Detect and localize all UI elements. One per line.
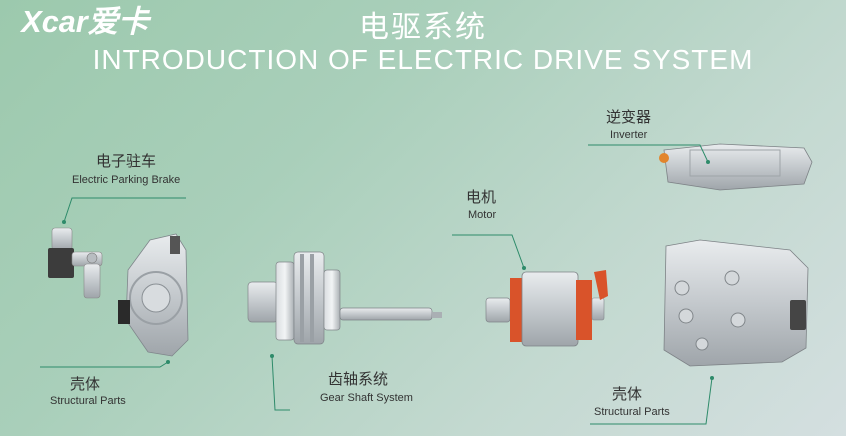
xcar-logo: Xcar爱卡: [19, 5, 152, 39]
inverter-illustration: [659, 143, 813, 191]
leader-structural-left: [40, 361, 169, 368]
leader-motor: [452, 234, 525, 269]
inverter-label-cn: 逆变器: [606, 109, 652, 126]
parking-brake-illustration: [48, 227, 103, 299]
parking-brake-label-cn: 电子驻车: [96, 153, 157, 170]
leader-gear-shaft: [271, 355, 290, 411]
parking-brake-label-en: Electric Parking Brake: [72, 174, 181, 186]
motor-illustration: [485, 270, 608, 347]
leader-lines: [40, 144, 713, 425]
gear-shaft-label-en: Gear Shaft System: [320, 392, 413, 404]
structural-left-label-cn: 壳体: [70, 376, 101, 393]
motor-label-en: Motor: [468, 209, 497, 221]
gear-shaft-label-cn: 齿轴系统: [328, 371, 389, 388]
leader-structural-right: [590, 377, 713, 425]
right-housing-illustration: [663, 239, 809, 367]
structural-left-label-en: Structural Parts: [50, 395, 126, 407]
structural-right-label-en: Structural Parts: [594, 406, 670, 418]
page-title-cn: 电驱系统: [359, 11, 487, 44]
inverter-label-en: Inverter: [610, 129, 648, 141]
leader-parking-brake: [63, 197, 186, 223]
page-title-en: INTRODUCTION OF ELECTRIC DRIVE SYSTEM: [92, 44, 754, 75]
structural-right-label-cn: 壳体: [612, 386, 643, 403]
leader-inverter: [588, 144, 709, 163]
gear-shaft-illustration: [247, 251, 442, 345]
left-housing-illustration: [118, 233, 189, 357]
motor-label-cn: 电机: [466, 189, 497, 206]
logo-text: Xcar爱卡: [19, 5, 152, 39]
